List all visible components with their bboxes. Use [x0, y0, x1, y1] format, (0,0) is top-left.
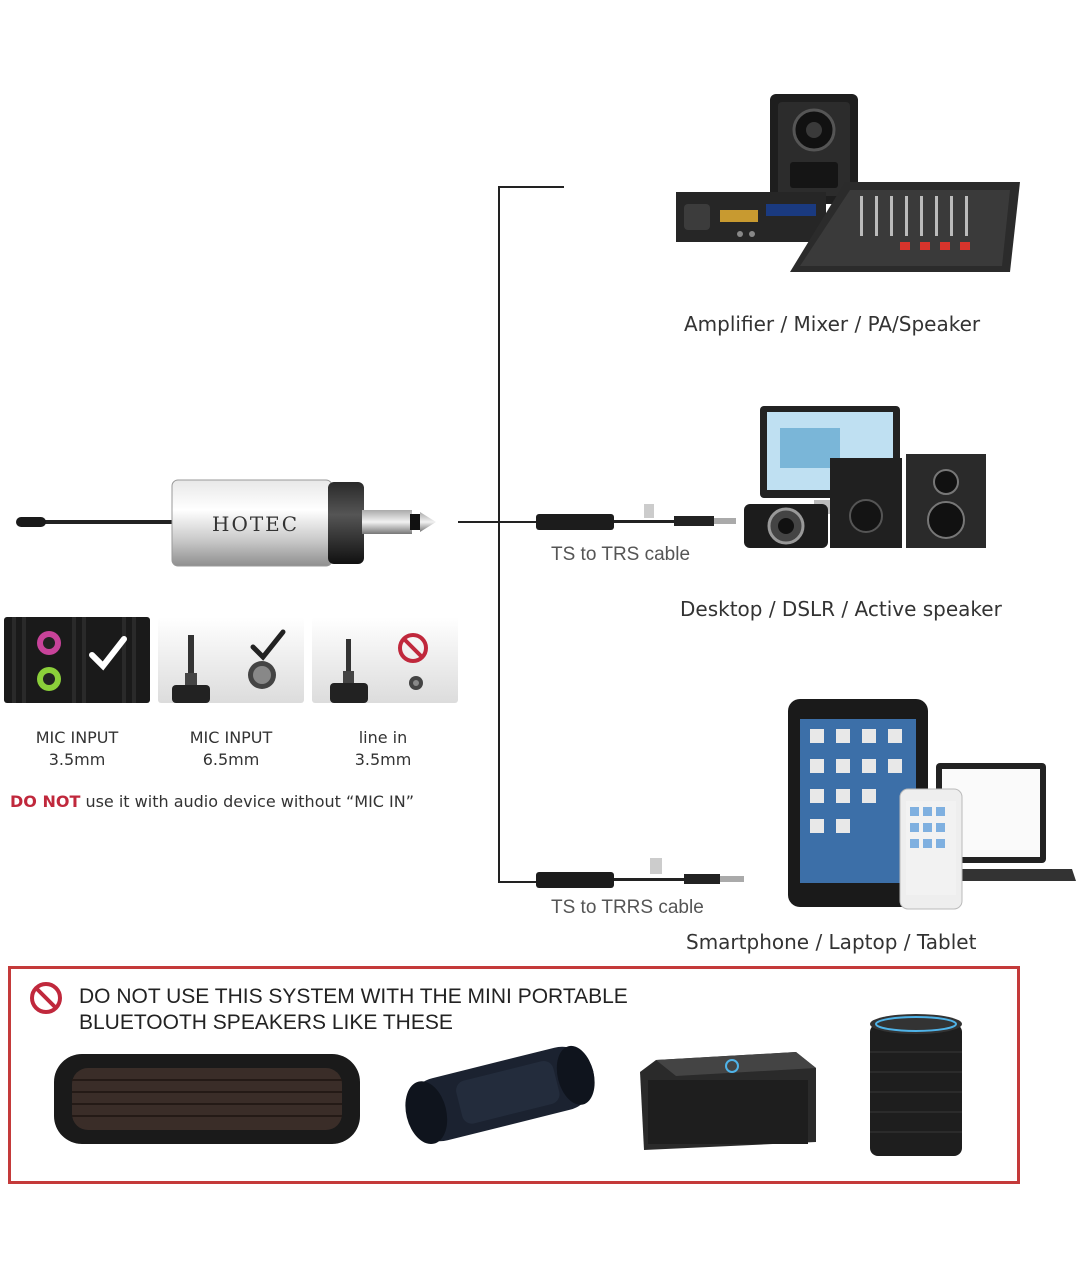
input-caption-2: MIC INPUT 6.5mm	[166, 727, 296, 771]
cylinder-speaker-image	[405, 1045, 595, 1145]
desktop-dslr-speaker-image	[744, 406, 986, 548]
mic-in-note: DO NOT use it with audio device without …	[10, 792, 414, 811]
warning-line-1: DO NOT USE THIS SYSTEM WITH THE MINI POR…	[79, 985, 628, 1008]
input-caption-3: line in 3.5mm	[318, 727, 448, 771]
note-text: use it with audio device without “MIC IN…	[80, 792, 415, 811]
warning-line-2: BLUETOOTH SPEAKERS LIKE THESE	[79, 1011, 453, 1034]
check-icon	[250, 629, 286, 661]
input-caption-2-line2: 6.5mm	[202, 750, 260, 769]
amplifier-mixer-image	[676, 94, 1020, 272]
prohibited-icon	[398, 633, 428, 663]
cube-speaker-image	[640, 1052, 816, 1150]
mic-input-6-5mm-tile	[158, 617, 304, 703]
connector-line-middle	[458, 521, 540, 523]
smart-speaker-image	[870, 1014, 962, 1156]
input-caption-1-line2: 3.5mm	[48, 750, 106, 769]
ts-to-trs-cable-image	[536, 504, 736, 530]
prohibited-icon	[30, 982, 62, 1014]
connector-line-top	[498, 186, 564, 188]
bar-speaker-image	[54, 1054, 360, 1144]
ts-to-trrs-cable-label: TS to TRRS cable	[551, 897, 704, 918]
input-caption-2-line1: MIC INPUT	[189, 728, 273, 747]
input-caption-3-line2: 3.5mm	[354, 750, 412, 769]
transmitter-brand: HOTEC	[212, 512, 300, 536]
warning-text: DO NOT USE THIS SYSTEM WITH THE MINI POR…	[79, 984, 628, 1036]
line-in-3-5mm-tile	[312, 617, 458, 703]
check-icon	[89, 636, 127, 671]
ts-to-trs-cable-label: TS to TRS cable	[551, 544, 691, 565]
ts-to-trrs-cable-image	[536, 858, 744, 888]
hotec-transmitter	[16, 479, 436, 567]
note-emphasis: DO NOT	[10, 792, 81, 811]
smartphone-laptop-label: Smartphone / Laptop / Tablet	[686, 930, 977, 954]
desktop-dslr-label: Desktop / DSLR / Active speaker	[680, 597, 1002, 621]
input-caption-1: MIC INPUT 3.5mm	[12, 727, 142, 771]
connector-line-bottom	[498, 881, 540, 883]
smartphone-laptop-tablet-image	[788, 699, 1076, 910]
bluetooth-warning-box	[8, 966, 1020, 1184]
mic-input-3-5mm-tile	[4, 617, 150, 703]
input-caption-3-line1: line in	[358, 728, 408, 747]
amplifier-mixer-label: Amplifier / Mixer / PA/Speaker	[684, 312, 981, 336]
input-caption-1-line1: MIC INPUT	[35, 728, 119, 747]
connector-line-vertical	[498, 186, 500, 883]
